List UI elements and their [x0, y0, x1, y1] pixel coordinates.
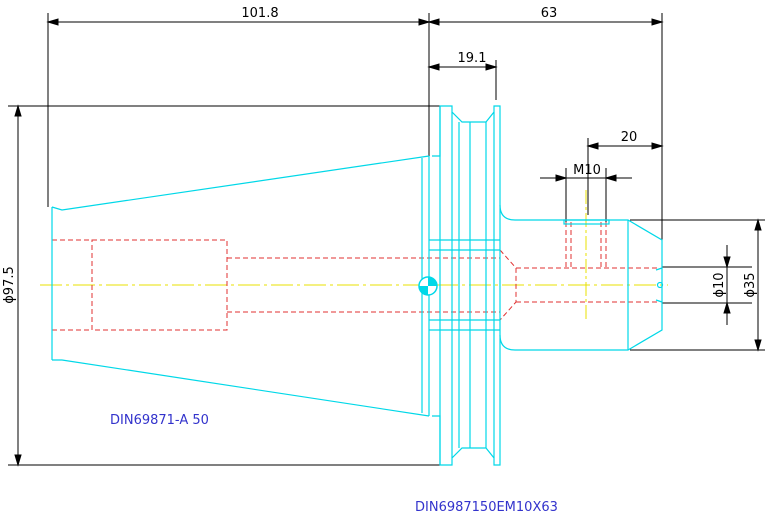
taper-spec-note: DIN69871-A 50	[110, 413, 209, 428]
dim-body-diameter: ϕ35	[743, 272, 758, 297]
hidden-lines	[52, 222, 660, 331]
dimension-lines	[8, 13, 765, 467]
dim-thread-size: M10	[573, 163, 601, 178]
dim-overall-length: 101.8	[241, 6, 278, 21]
dim-bore-diameter: ϕ10	[712, 272, 727, 297]
datum-symbol	[418, 276, 438, 296]
part-number-note: DIN6987150EM10X63	[415, 500, 558, 515]
dim-flange-diameter: ϕ97.5	[2, 266, 17, 304]
dim-tip-length: 20	[621, 130, 638, 145]
dim-extension-length: 63	[541, 6, 558, 21]
dim-flange-width: 19.1	[458, 51, 487, 66]
centerlines	[40, 190, 668, 320]
part-outline	[51, 105, 664, 466]
